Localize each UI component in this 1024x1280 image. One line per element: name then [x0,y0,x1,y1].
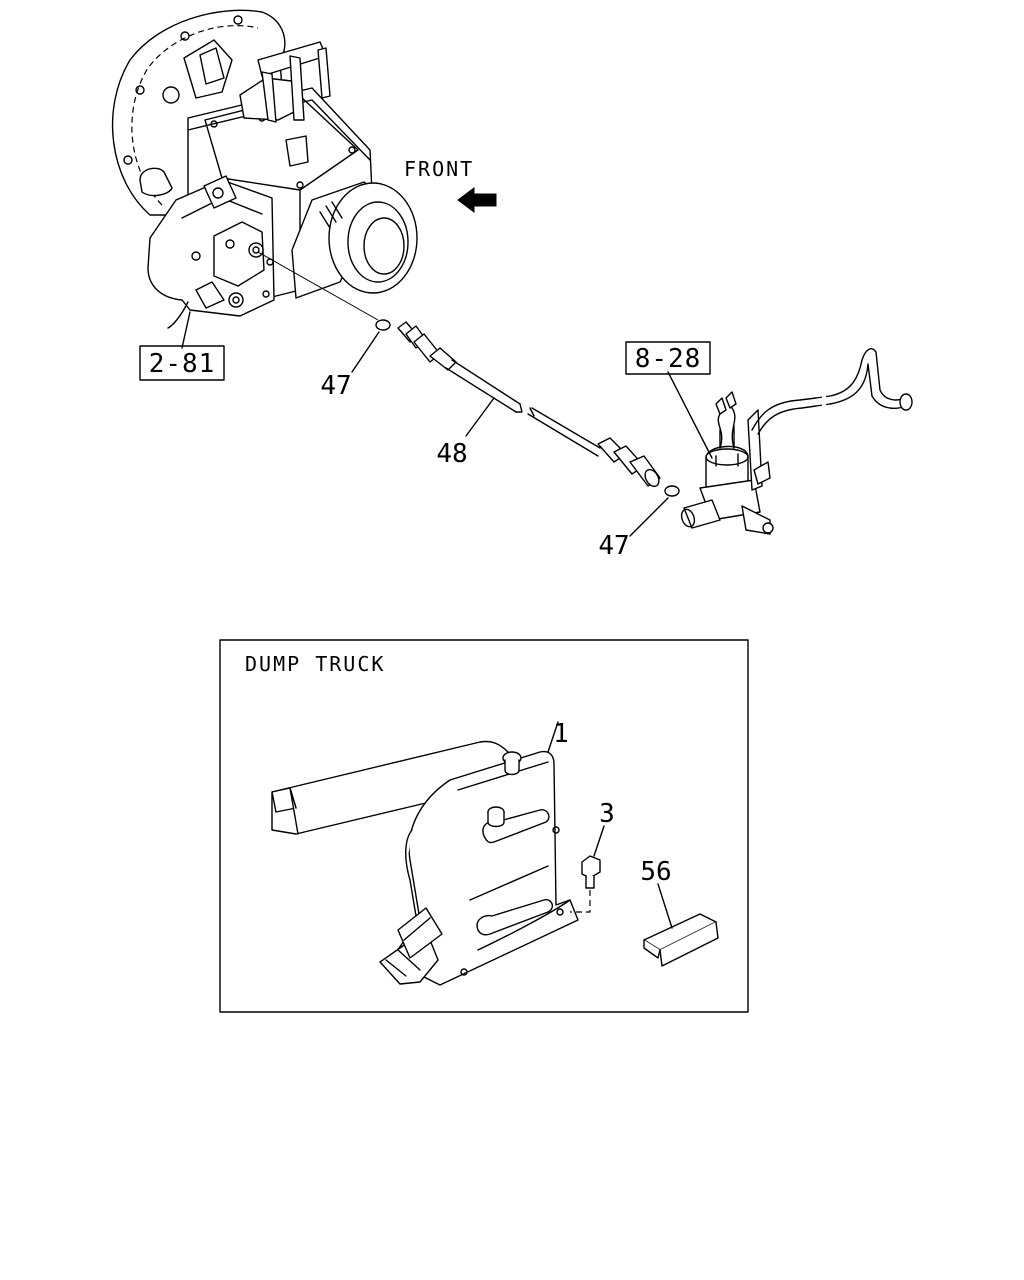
pad-leader [657,883,673,929]
valve-ref-label[interactable]: 8-28 [635,344,702,374]
bolt-drawing [570,855,601,913]
dump-truck-inset: DUMP TRUCK 1 [219,639,749,1013]
oring-bottom-leader [629,497,669,537]
pad-drawing [643,913,719,967]
bracket-leader [547,721,559,753]
oring-top-leader [351,331,380,373]
bracket-drawing [271,740,579,986]
bracket-label[interactable]: 1 [553,719,569,749]
hose-drawing [397,321,661,488]
pad-label[interactable]: 56 [640,857,671,887]
front-direction-label: FRONT [404,157,474,181]
transmission-leader-line [181,311,191,349]
inset-title: DUMP TRUCK [245,652,385,676]
oring-bottom [664,485,680,497]
oring-bottom-label[interactable]: 47 [598,531,629,561]
pto-to-oring-line [257,251,379,321]
transmission-ref-label[interactable]: 2-81 [149,349,216,379]
hose-label[interactable]: 48 [436,439,467,469]
valve-assembly-drawing [680,348,913,535]
transmission-drawing [111,9,418,329]
valve-leader [667,371,713,459]
bolt-leader [593,825,605,857]
hose-leader [465,397,495,437]
oring-top [375,319,391,331]
oring-top-label[interactable]: 47 [320,371,351,401]
front-arrow-icon [457,187,497,213]
transmission-ref-box[interactable] [139,345,225,381]
valve-ref-box[interactable] [625,341,711,375]
inset-frame [219,639,749,1013]
bolt-label[interactable]: 3 [599,799,615,829]
